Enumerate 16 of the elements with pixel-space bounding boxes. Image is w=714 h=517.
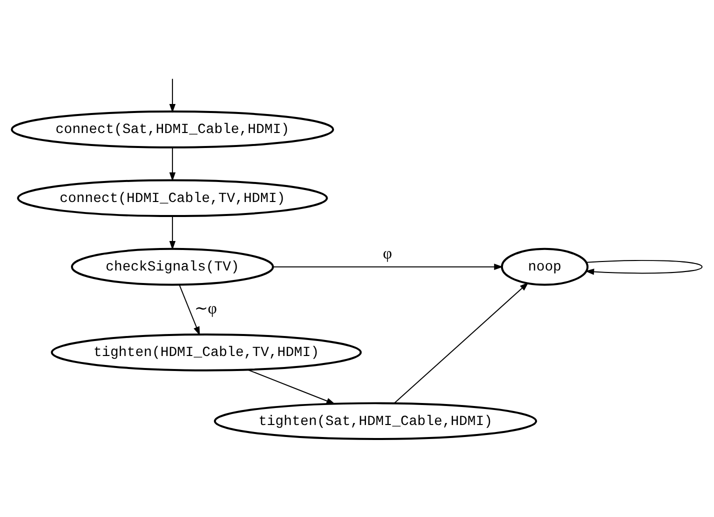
node-ellipse: connect(Sat,HDMI_Cable,HDMI) [10, 110, 334, 148]
edge-label: φ [382, 246, 392, 263]
node-ellipse: tighten(HDMI_Cable,TV,HDMI) [50, 334, 362, 372]
arrow [394, 282, 529, 404]
arrow [169, 216, 176, 250]
arrow [272, 264, 504, 270]
edge-label: ∼φ [194, 300, 217, 318]
node-ellipse: checkSignals(TV) [70, 248, 274, 286]
arrow [169, 78, 176, 113]
arrow [169, 147, 176, 182]
node-ellipse: connect(HDMI_Cable,TV,HDMI) [17, 179, 328, 218]
node-ellipse: noop [500, 248, 589, 286]
node-ellipse: tighten(Sat,HDMI_Cable,HDMI) [214, 402, 538, 440]
arrow [247, 369, 336, 404]
arrow [585, 260, 702, 275]
arrow [178, 284, 200, 336]
